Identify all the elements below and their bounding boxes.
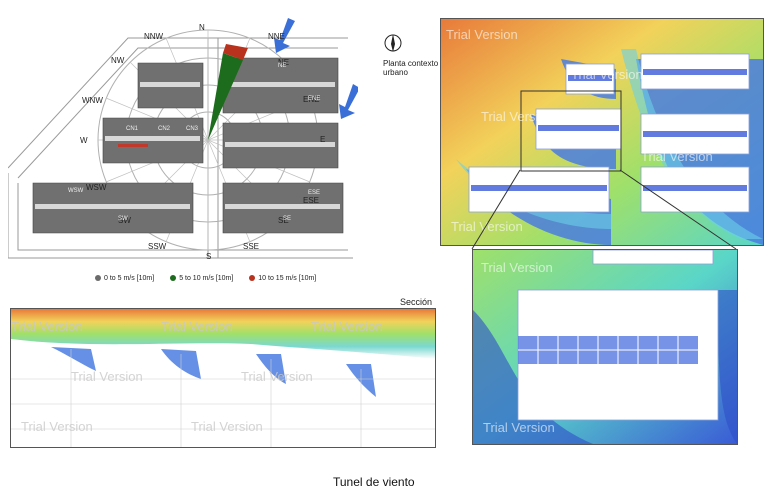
north-arrow-caption-line2: urbano: [383, 68, 408, 77]
north-arrow: Planta contexto urbano: [383, 32, 443, 82]
compass-ese: ESE: [303, 196, 320, 205]
block-label-sw: SW: [118, 216, 128, 222]
compass-s: S: [206, 252, 212, 261]
legend-dot-high: [249, 275, 256, 281]
block-label-cn1: CN1: [126, 126, 139, 132]
legend-item-high: 10 to 15 m/s [10m]: [249, 275, 316, 282]
legend-label-low: 0 to 5 m/s [10m]: [104, 274, 155, 282]
compass-sse: SSE: [243, 242, 260, 251]
compass-se: SE: [278, 216, 289, 225]
compass-nne: NNE: [268, 32, 285, 41]
block-label-wsw: WSW: [68, 188, 84, 194]
legend-dot-mid: [170, 275, 177, 281]
compass-ene: ENE: [303, 95, 320, 104]
legend-label-mid: 5 to 10 m/s [10m]: [179, 274, 234, 282]
compass-nnw: NNW: [144, 32, 164, 41]
figure-caption: Tunel de viento: [333, 475, 415, 489]
compass-w: W: [80, 136, 88, 145]
legend-label-high: 10 to 15 m/s [10m]: [258, 274, 317, 282]
compass-n: N: [199, 23, 205, 32]
block-label-se: SE: [283, 216, 292, 222]
compass-ssw: SSW: [148, 242, 167, 251]
site-plan: N NNE NE ENE E ESE SE SSE S SSW SW WSW W…: [8, 18, 358, 288]
block-label-ese: ESE: [308, 190, 321, 196]
legend-dot-low: [95, 275, 101, 281]
block-label-ene: ENE: [308, 96, 321, 102]
compass-wsw: WSW: [86, 183, 107, 192]
wind-tunnel-plan-heatmap: [441, 19, 763, 245]
wind-section-heatmap: [11, 309, 435, 447]
compass-nw: NW: [111, 56, 125, 65]
compass-e: E: [320, 135, 326, 144]
wind-tunnel-detail: Trial Version Trial Version Trial Versio…: [472, 249, 738, 445]
block-label-ne: NE: [278, 63, 287, 69]
wind-legend: 0 to 5 m/s [10m] 5 to 10 m/s [10m] 10 to…: [95, 272, 355, 284]
legend-item-mid: 5 to 10 m/s [10m]: [170, 275, 233, 282]
wind-tunnel-plan: Trial Version Trial Version Trial Versio…: [440, 18, 764, 246]
compass-ne: NE: [278, 58, 290, 67]
block-label-cn2: CN2: [158, 126, 171, 132]
block-label-cn3: CN3: [186, 126, 199, 132]
compass-sw: SW: [118, 216, 131, 225]
site-plan-drawing: [8, 18, 358, 259]
legend-item-low: 0 to 5 m/s [10m]: [95, 275, 154, 282]
north-arrow-caption-line1: Planta contexto: [383, 59, 439, 68]
north-arrow-icon: [384, 34, 402, 52]
wind-tunnel-detail-heatmap: [473, 250, 737, 444]
compass-wnw: WNW: [82, 96, 103, 105]
wind-section: Trial Version Trial Version Trial Versio…: [10, 308, 436, 448]
section-label: Sección: [400, 297, 433, 307]
